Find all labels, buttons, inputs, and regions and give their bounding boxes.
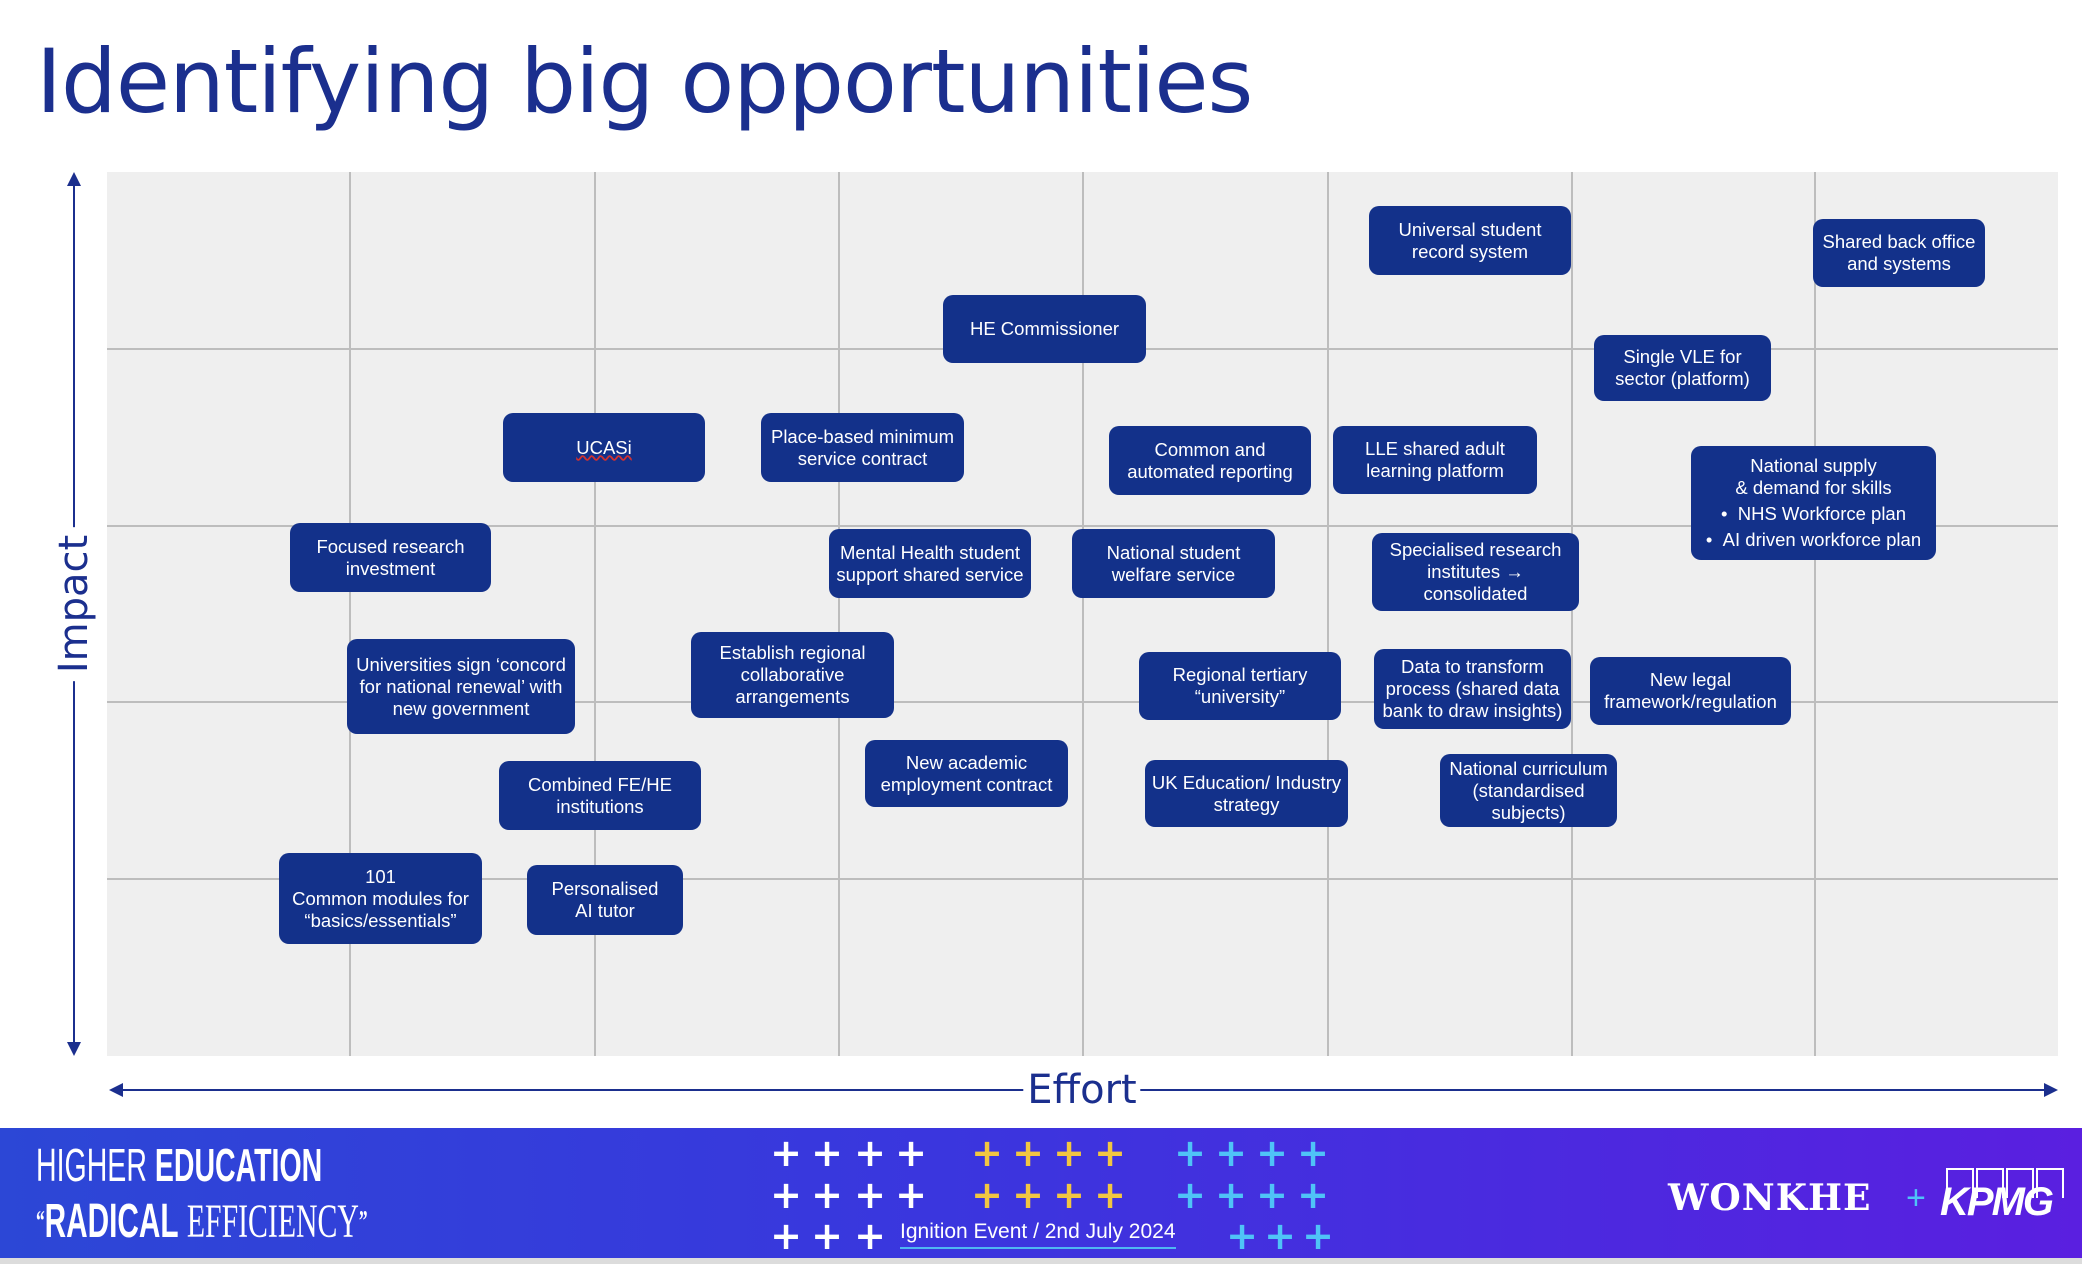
plus-icon: + (1215, 1131, 1247, 1175)
opportunity-concord: Universities sign ‘concord for national … (347, 639, 575, 734)
wonkhe-logo: WONKHE (1668, 1177, 1872, 1219)
opportunity-heading: National supply & demand for skills (1735, 455, 1892, 498)
plus-icon: + (811, 1131, 843, 1175)
plus-icon: + (1906, 1179, 1926, 1217)
plus-icon: + (1297, 1131, 1329, 1175)
opportunity-academic-contract: New academic employment contract (865, 740, 1068, 807)
plus-icon: + (1264, 1214, 1296, 1258)
opportunity-data-transform: Data to transform process (shared data b… (1374, 649, 1571, 729)
plus-icon: + (770, 1214, 802, 1258)
kpmg-logo-box (2006, 1168, 2034, 1198)
plus-icon: + (854, 1131, 886, 1175)
opportunity-legal-framework: New legal framework/regulation (1590, 657, 1791, 725)
kpmg-logo-box (2036, 1168, 2064, 1198)
impact-axis-label: Impact (51, 526, 97, 682)
plus-icon: + (1215, 1173, 1247, 1217)
grid-line-vertical (1082, 172, 1084, 1056)
opportunity-focused-research: Focused research investment (290, 523, 491, 592)
opportunity-place-based-contract: Place-based minimum service contract (761, 413, 964, 482)
kpmg-logo: KPMG (1940, 1180, 2054, 1224)
plus-icon: + (895, 1131, 927, 1175)
plus-icon: + (1012, 1131, 1044, 1175)
opportunity-common-reporting: Common and automated reporting (1109, 426, 1311, 495)
grid-line-vertical (838, 172, 840, 1056)
plus-icon: + (770, 1173, 802, 1217)
open-quote: “ (36, 1206, 45, 1237)
opportunity-regional-tertiary: Regional tertiary “university” (1139, 652, 1341, 720)
arrow-up-icon (67, 172, 81, 186)
plus-icon: + (1302, 1214, 1334, 1258)
opportunity-national-supply-demand: National supply & demand for skills • NH… (1691, 446, 1936, 560)
opportunity-common-modules: 101 Common modules for “basics/essential… (279, 853, 482, 944)
plus-icon: + (1053, 1131, 1085, 1175)
plus-icon: + (1012, 1173, 1044, 1217)
plus-icon: + (1256, 1173, 1288, 1217)
bullet-text: NHS Workforce plan (1737, 503, 1907, 524)
opportunity-industry-strategy: UK Education/ Industry strategy (1145, 760, 1348, 827)
kpmg-logo-box (1976, 1168, 2004, 1198)
plus-icon: + (770, 1131, 802, 1175)
plus-icon: + (971, 1173, 1003, 1217)
opportunity-ai-tutor: Personalised AI tutor (527, 865, 683, 935)
grid-line-vertical (1571, 172, 1573, 1056)
opportunity-mental-health-service: Mental Health student support shared ser… (829, 529, 1031, 598)
plus-icon: + (895, 1173, 927, 1217)
event-date-label: Ignition Event / 2nd July 2024 (900, 1220, 1176, 1249)
brand-word: EFFICIENCY (186, 1195, 359, 1248)
kpmg-logo-box (1946, 1168, 1974, 1198)
opportunity-he-commissioner: HE Commissioner (943, 295, 1146, 363)
slide-title: Identifying big opportunities (36, 30, 1253, 133)
opportunity-regional-collaboration: Establish regional collaborative arrange… (691, 632, 894, 718)
brand-word: HIGHER (36, 1139, 147, 1191)
plus-icon: + (811, 1214, 843, 1258)
grid-line-horizontal (107, 525, 2058, 527)
arrow-down-icon (67, 1042, 81, 1056)
arrow-left-icon (109, 1083, 123, 1097)
opportunity-specialised-research: Specialised research institutes → consol… (1372, 533, 1579, 611)
plus-icon: + (1297, 1173, 1329, 1217)
plus-icon: + (1226, 1214, 1258, 1258)
plus-icon: + (1094, 1173, 1126, 1217)
plus-icon: + (854, 1173, 886, 1217)
footer-bottom-bar (0, 1258, 2082, 1264)
plus-icon: + (1174, 1173, 1206, 1217)
opportunity-single-vle: Single VLE for sector (platform) (1594, 335, 1771, 401)
brand-word: EDUCATION (154, 1139, 323, 1191)
brand-word: RADICAL (44, 1195, 179, 1248)
plus-icon: + (1256, 1131, 1288, 1175)
grid-line-vertical (594, 172, 596, 1056)
effort-axis-label: Effort (1023, 1067, 1141, 1113)
bullet-item: • AI driven workforce plan (1705, 529, 1922, 550)
arrow-right-icon (2044, 1083, 2058, 1097)
footer-banner (0, 1128, 2082, 1258)
bullet-text: AI driven workforce plan (1722, 529, 1922, 550)
plus-icon: + (811, 1173, 843, 1217)
close-quote: ” (358, 1206, 368, 1237)
grid-line-vertical (349, 172, 351, 1056)
grid-line-vertical (1327, 172, 1329, 1056)
opportunity-shared-back-office: Shared back office and systems (1813, 219, 1985, 287)
event-brand-line-2: “RADICAL EFFICIENCY” (36, 1196, 368, 1248)
opportunity-national-curriculum: National curriculum (standardised subjec… (1440, 754, 1617, 827)
plus-icon: + (1174, 1131, 1206, 1175)
opportunity-student-welfare: National student welfare service (1072, 529, 1275, 598)
grid-line-horizontal (107, 701, 2058, 703)
event-brand-line-1: HIGHER EDUCATION (36, 1140, 322, 1190)
plus-icon: + (1053, 1173, 1085, 1217)
opportunity-lle-platform: LLE shared adult learning platform (1333, 426, 1537, 494)
grid-line-horizontal (107, 878, 2058, 880)
bullet-item: • NHS Workforce plan (1720, 503, 1907, 524)
plus-icon: + (854, 1214, 886, 1258)
opportunity-ucasi: UCASi (503, 413, 705, 482)
plus-icon: + (1094, 1131, 1126, 1175)
opportunity-combined-fe-he: Combined FE/HE institutions (499, 761, 701, 830)
plus-icon: + (971, 1131, 1003, 1175)
grid-line-vertical (1814, 172, 1816, 1056)
opportunity-universal-student-record: Universal student record system (1369, 206, 1571, 275)
